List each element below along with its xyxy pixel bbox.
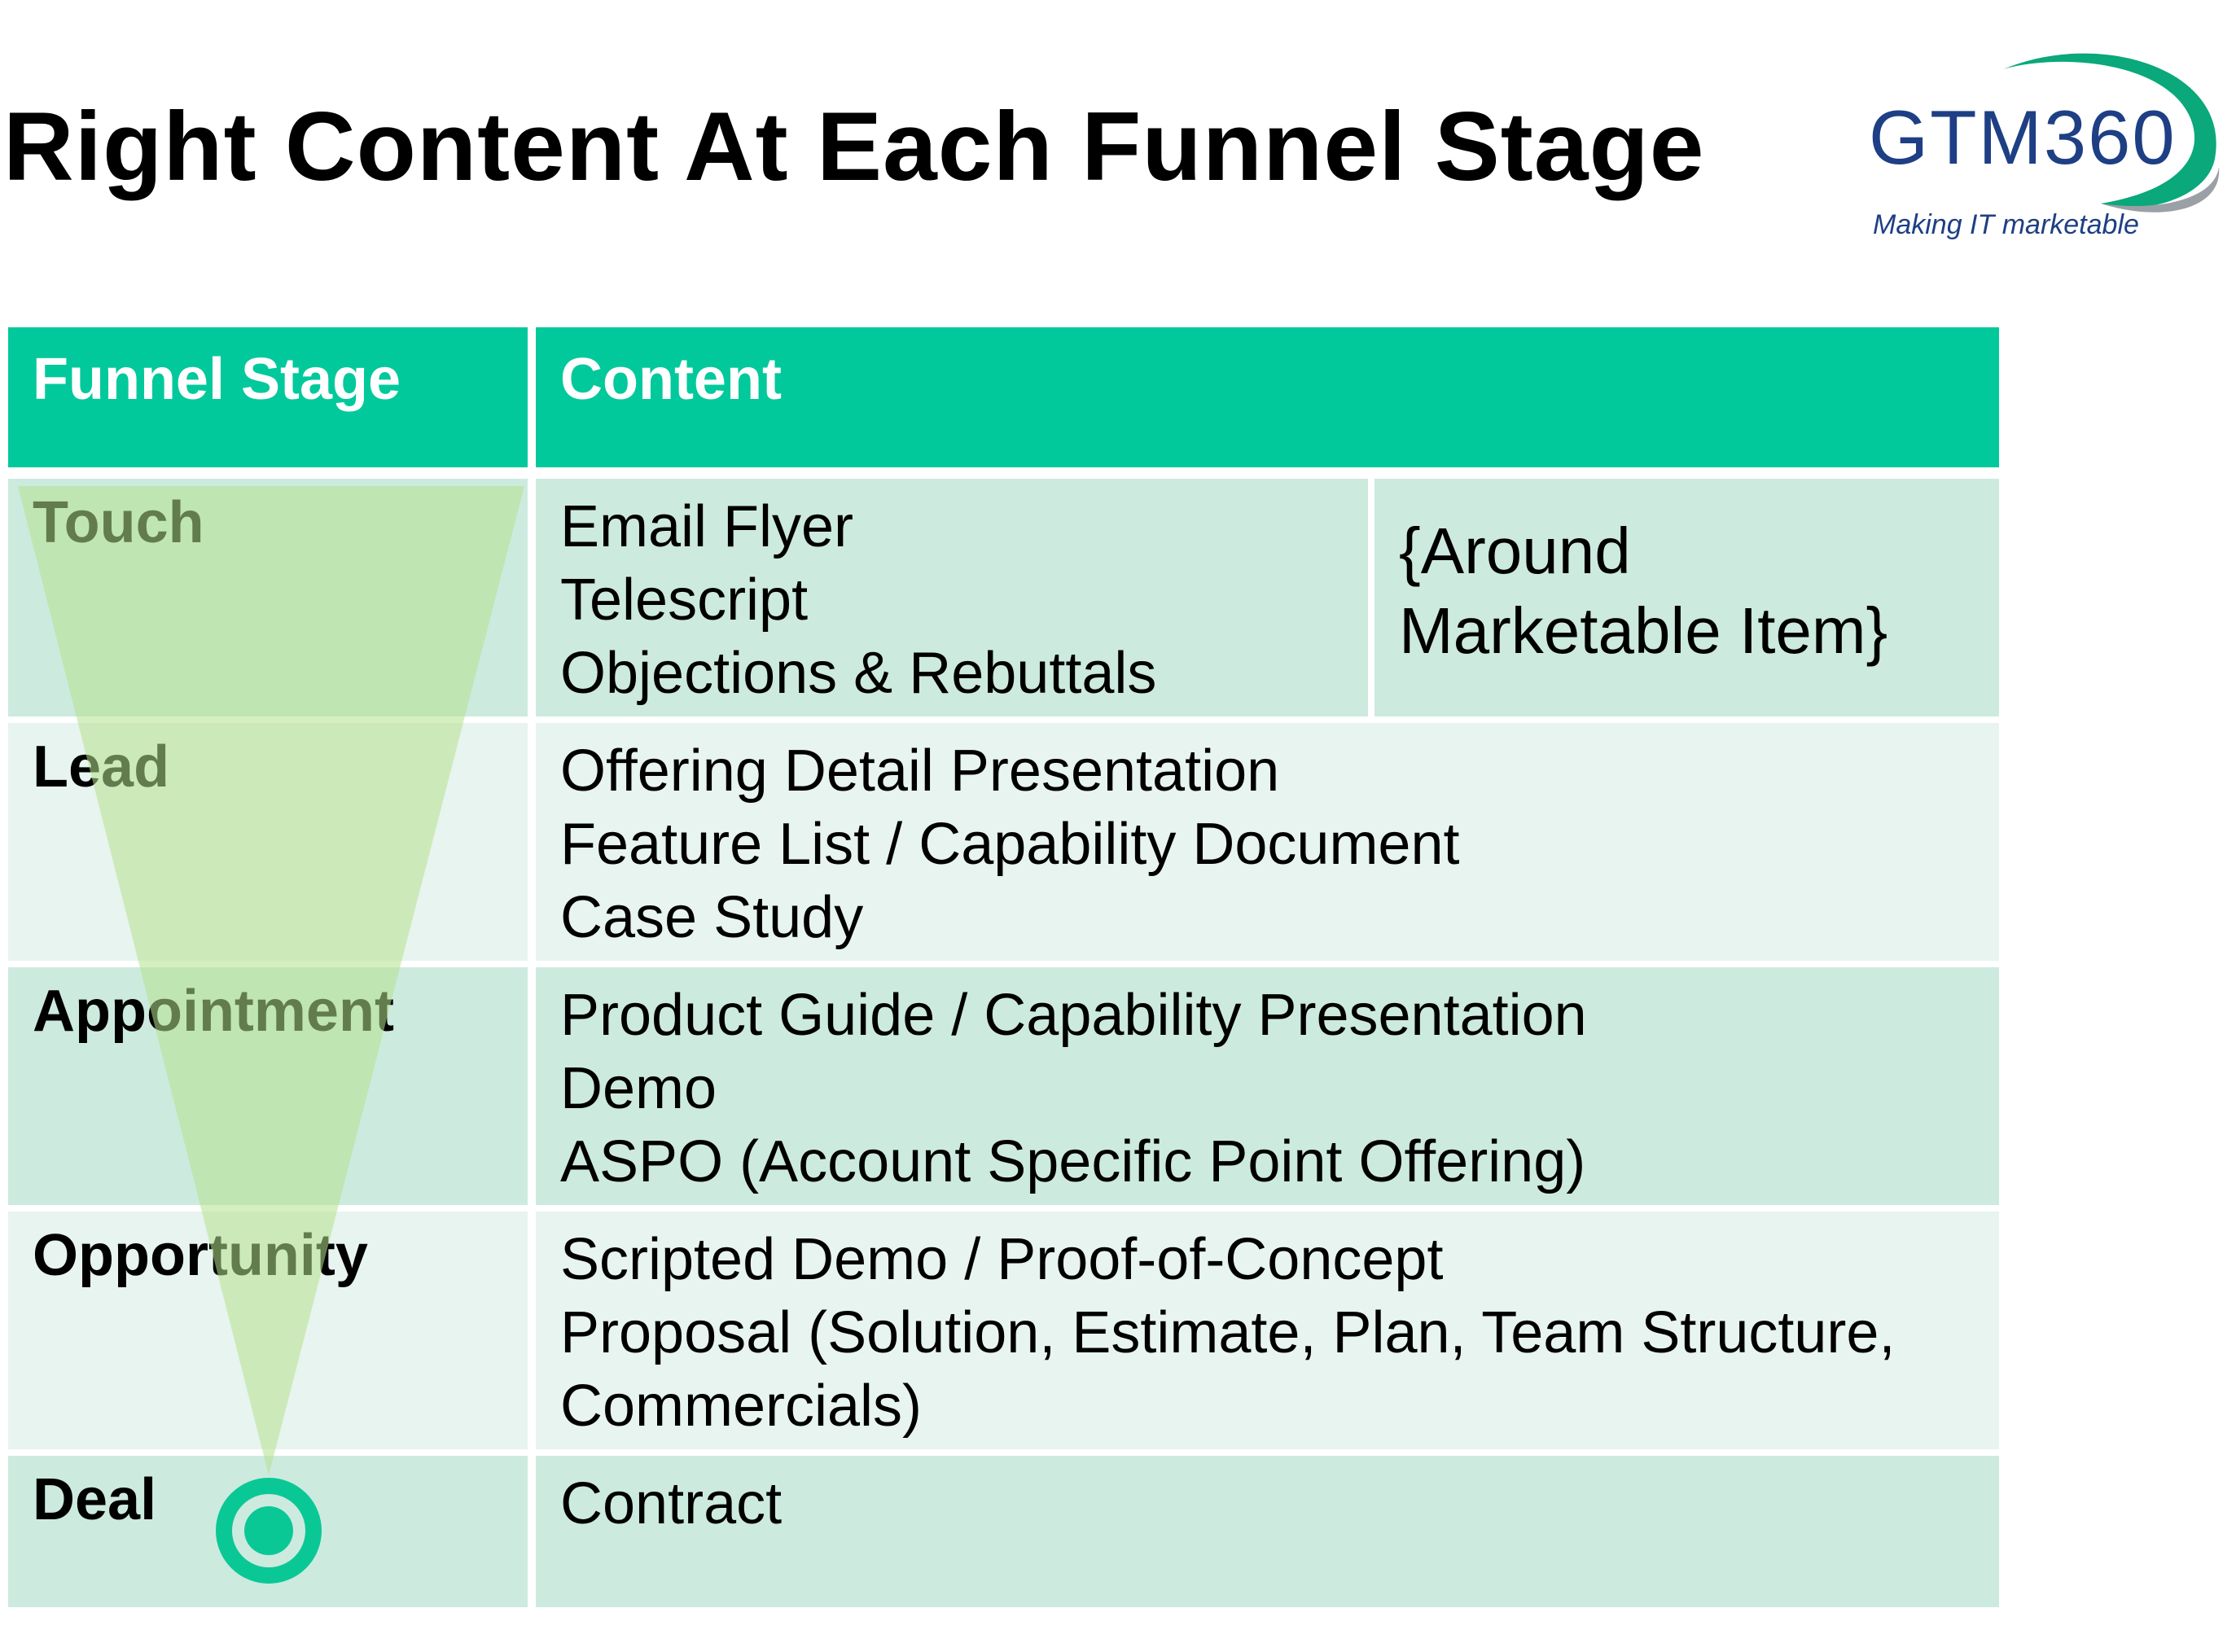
note-line: {Around <box>1399 515 1631 587</box>
stage-opportunity: Opportunity <box>8 1212 528 1449</box>
stage-deal: Deal <box>8 1456 528 1607</box>
logo-swoosh-icon <box>2003 53 2220 213</box>
content-item: Demo <box>560 1056 717 1121</box>
stage-touch: Touch <box>8 479 528 716</box>
stage-label: Touch <box>33 490 204 555</box>
company-logo: GTM360 Making IT marketable <box>1857 37 2223 256</box>
content-deal: Contract <box>536 1456 1999 1607</box>
header-funnel-stage: Funnel Stage <box>8 327 528 467</box>
stage-label: Opportunity <box>33 1223 368 1288</box>
content-item: Contract <box>560 1471 783 1536</box>
content-appointment: Product Guide / Capability Presentation … <box>536 967 1999 1205</box>
content-item: Proposal (Solution, Estimate, Plan, Team… <box>560 1300 1896 1365</box>
content-item: Commercials) <box>560 1374 923 1439</box>
stage-label: Appointment <box>33 979 394 1044</box>
content-item: Email Flyer <box>560 494 854 559</box>
stage-label: Deal <box>33 1467 157 1532</box>
stage-lead: Lead <box>8 723 528 961</box>
content-item: ASPO (Account Specific Point Offering) <box>560 1129 1586 1194</box>
logo-name: GTM360 <box>1869 94 2177 180</box>
stage-appointment: Appointment <box>8 967 528 1205</box>
content-item: Objections & Rebuttals <box>560 641 1157 706</box>
funnel-content-table: Funnel Stage Content Touch Email Flyer T… <box>8 327 1999 1607</box>
content-item: Telescript <box>560 567 809 633</box>
content-item: Scripted Demo / Proof-of-Concept <box>560 1227 1444 1292</box>
content-touch: Email Flyer Telescript Objections & Rebu… <box>536 479 1368 716</box>
content-item: Product Guide / Capability Presentation <box>560 983 1587 1048</box>
content-lead: Offering Detail Presentation Feature Lis… <box>536 723 1999 961</box>
logo-tagline: Making IT marketable <box>1873 209 2139 240</box>
page-title: Right Content At Each Funnel Stage <box>3 92 1705 201</box>
content-item: Case Study <box>560 885 864 950</box>
content-item: Offering Detail Presentation <box>560 738 1280 804</box>
stage-label: Lead <box>33 734 170 800</box>
note-line: Marketable Item} <box>1399 594 1888 667</box>
content-opportunity: Scripted Demo / Proof-of-Concept Proposa… <box>536 1212 1999 1449</box>
header-content: Content <box>536 327 1999 467</box>
note-touch: {Around Marketable Item} <box>1374 479 1999 716</box>
content-item: Feature List / Capability Document <box>560 812 1460 877</box>
